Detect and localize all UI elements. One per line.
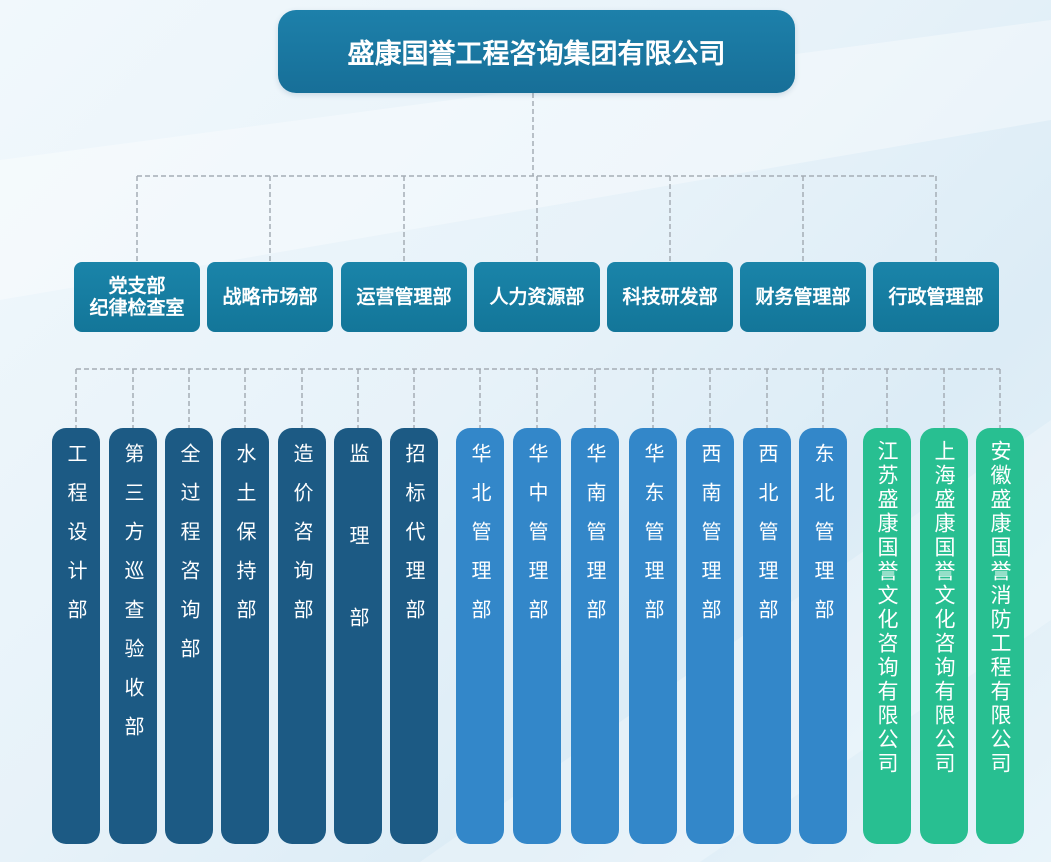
unit-box: 全过程咨询部 (165, 428, 213, 844)
unit-label: 西南管理部 (698, 443, 722, 638)
dept-label: 战略市场部 (222, 286, 318, 308)
unit-box: 西南管理部 (686, 428, 734, 844)
unit-label: 水土保持部 (233, 443, 257, 638)
dept-box-3: 运营管理部 (341, 262, 467, 332)
dept-box-7: 行政管理部 (873, 262, 999, 332)
dept-label: 财务管理部 (755, 286, 851, 308)
subsidiary-box: 上海盛康国誉文化咨询有限公司 (920, 428, 968, 844)
subsidiary-box: 安徽盛康国誉消防工程有限公司 (976, 428, 1024, 844)
unit-label: 监 理 部 (346, 443, 370, 646)
dept-label: 人力资源部 (489, 286, 585, 308)
unit-label: 华南管理部 (583, 443, 607, 638)
unit-label: 招标代理部 (402, 443, 426, 638)
dept-label: 纪律检查室 (89, 297, 185, 319)
unit-label: 全过程咨询部 (177, 443, 201, 677)
dept-box-6: 财务管理部 (740, 262, 866, 332)
dept-label: 运营管理部 (356, 286, 452, 308)
unit-label: 华东管理部 (641, 443, 665, 638)
unit-label: 工程设计部 (64, 443, 88, 638)
subsidiary-label: 江苏盛康国誉文化咨询有限公司 (875, 440, 899, 776)
unit-label: 第三方巡查验收部 (121, 443, 145, 755)
company-title-box: 盛康国誉工程咨询集团有限公司 (278, 10, 795, 93)
dept-box-5: 科技研发部 (607, 262, 733, 332)
unit-box: 招标代理部 (390, 428, 438, 844)
unit-box: 华南管理部 (571, 428, 619, 844)
subsidiary-label: 上海盛康国誉文化咨询有限公司 (932, 440, 956, 776)
unit-label: 华中管理部 (525, 443, 549, 638)
unit-box: 西北管理部 (743, 428, 791, 844)
unit-label: 东北管理部 (811, 443, 835, 638)
unit-box: 监 理 部 (334, 428, 382, 844)
unit-box: 第三方巡查验收部 (109, 428, 157, 844)
dept-box-2: 战略市场部 (207, 262, 333, 332)
unit-label: 造价咨询部 (290, 443, 314, 638)
dept-label: 行政管理部 (888, 286, 984, 308)
unit-box: 水土保持部 (221, 428, 269, 844)
dept-box-1: 党支部纪律检查室 (74, 262, 200, 332)
dept-box-4: 人力资源部 (474, 262, 600, 332)
unit-box: 造价咨询部 (278, 428, 326, 844)
subsidiary-box: 江苏盛康国誉文化咨询有限公司 (863, 428, 911, 844)
unit-label: 西北管理部 (755, 443, 779, 638)
unit-box: 华中管理部 (513, 428, 561, 844)
unit-box: 东北管理部 (799, 428, 847, 844)
subsidiary-label: 安徽盛康国誉消防工程有限公司 (988, 440, 1012, 776)
unit-box: 工程设计部 (52, 428, 100, 844)
unit-box: 华北管理部 (456, 428, 504, 844)
dept-label: 党支部 (108, 275, 166, 297)
unit-box: 华东管理部 (629, 428, 677, 844)
dept-label: 科技研发部 (622, 286, 718, 308)
company-title: 盛康国誉工程咨询集团有限公司 (347, 39, 726, 70)
unit-label: 华北管理部 (468, 443, 492, 638)
